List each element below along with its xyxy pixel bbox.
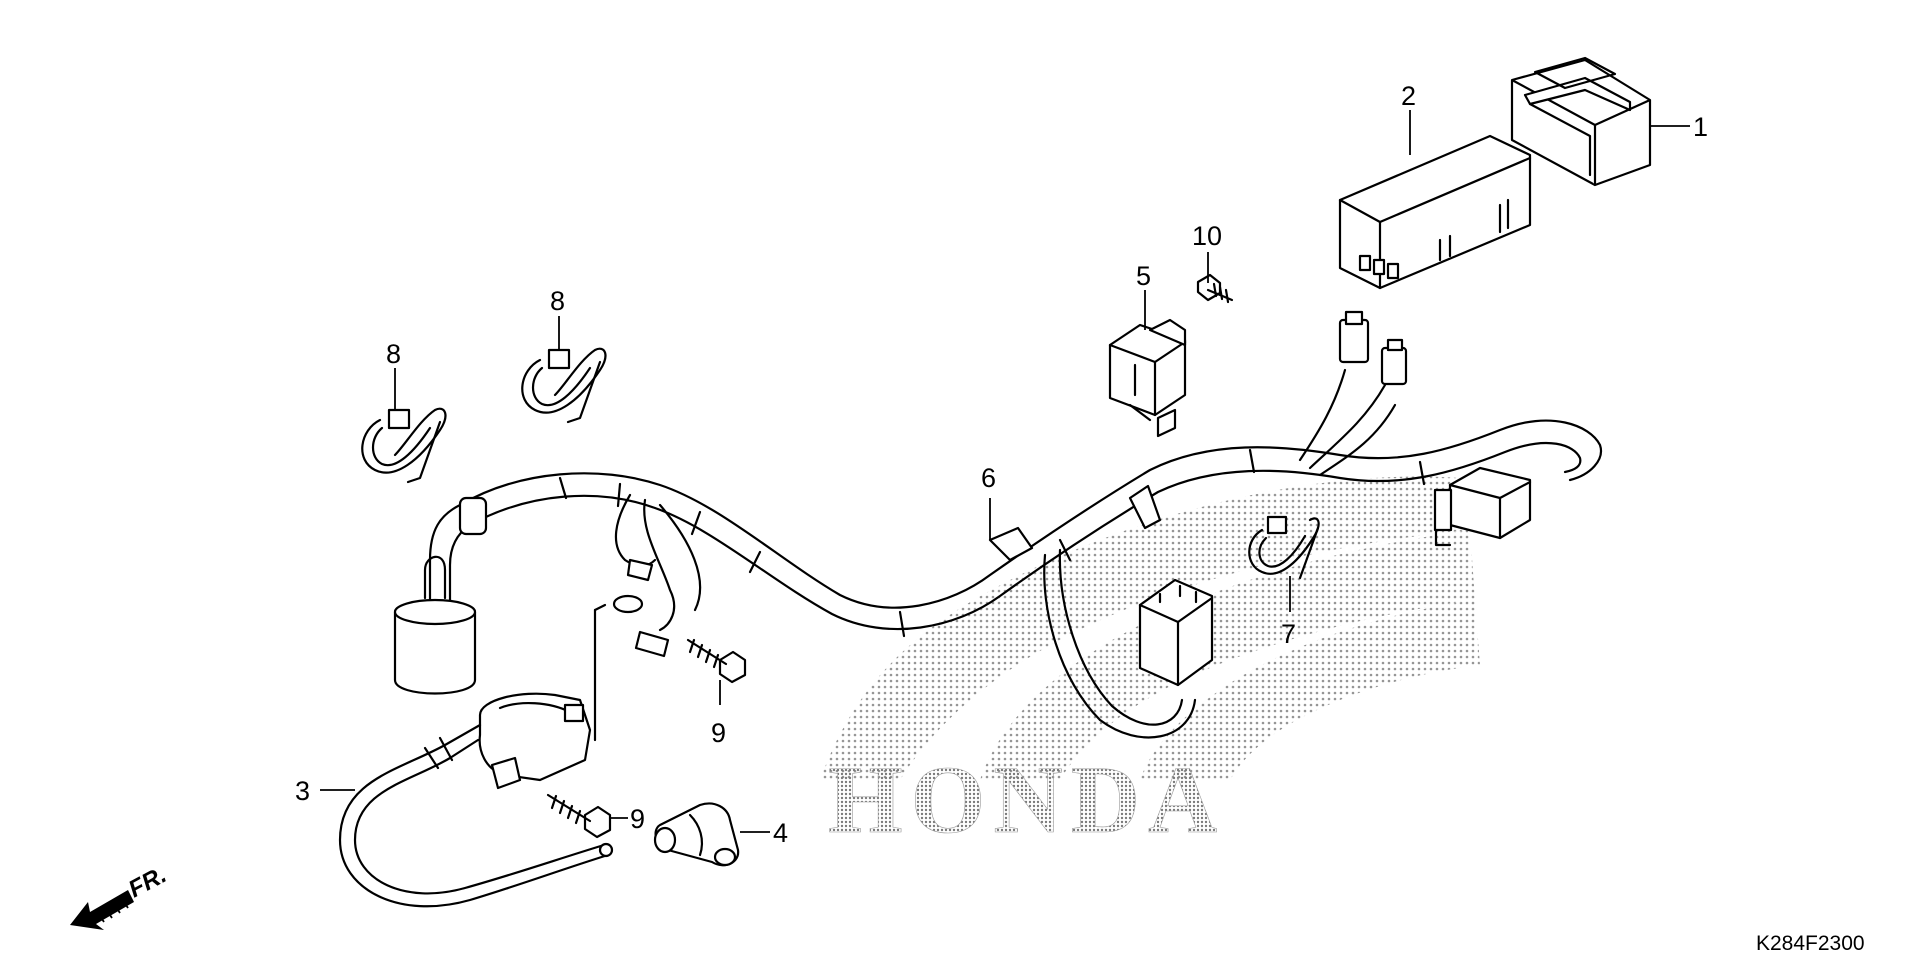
part-7-cable-band[interactable] bbox=[1248, 515, 1320, 580]
callout-5: 5 bbox=[1136, 261, 1151, 291]
part-9-bolt-upper[interactable] bbox=[686, 638, 747, 684]
callout-8-right: 8 bbox=[550, 286, 565, 316]
callout-9-lower: 9 bbox=[630, 804, 645, 834]
part-6-wire-harness[interactable] bbox=[393, 310, 1603, 739]
callout-1: 1 bbox=[1693, 112, 1708, 142]
part-3-ignition-coil[interactable] bbox=[338, 603, 614, 908]
callout-10: 10 bbox=[1192, 221, 1222, 251]
front-direction-arrow-icon bbox=[70, 890, 134, 930]
part-5-regulator[interactable] bbox=[1108, 318, 1187, 438]
callout-9-upper: 9 bbox=[711, 718, 726, 748]
part-9-bolt-lower[interactable] bbox=[546, 793, 612, 839]
part-8-cable-band-right[interactable] bbox=[521, 347, 607, 424]
callout-2: 2 bbox=[1401, 81, 1416, 111]
callout-4: 4 bbox=[773, 818, 788, 848]
drawing-code: K284F2300 bbox=[1756, 932, 1865, 955]
callout-3: 3 bbox=[295, 776, 310, 806]
part-1-cover[interactable] bbox=[1510, 56, 1652, 187]
leader-lines bbox=[320, 110, 1690, 833]
callout-7: 7 bbox=[1281, 619, 1296, 649]
part-8-cable-band-left[interactable] bbox=[361, 407, 447, 484]
callout-8-left: 8 bbox=[386, 339, 401, 369]
part-2-control-unit[interactable] bbox=[1338, 134, 1532, 290]
part-10-bolt[interactable] bbox=[1196, 273, 1234, 304]
callout-6: 6 bbox=[981, 463, 996, 493]
honda-wing-watermark bbox=[820, 476, 1480, 780]
honda-wordmark-watermark: HONDA bbox=[828, 746, 1225, 853]
part-4-plug-cap[interactable] bbox=[653, 802, 740, 867]
